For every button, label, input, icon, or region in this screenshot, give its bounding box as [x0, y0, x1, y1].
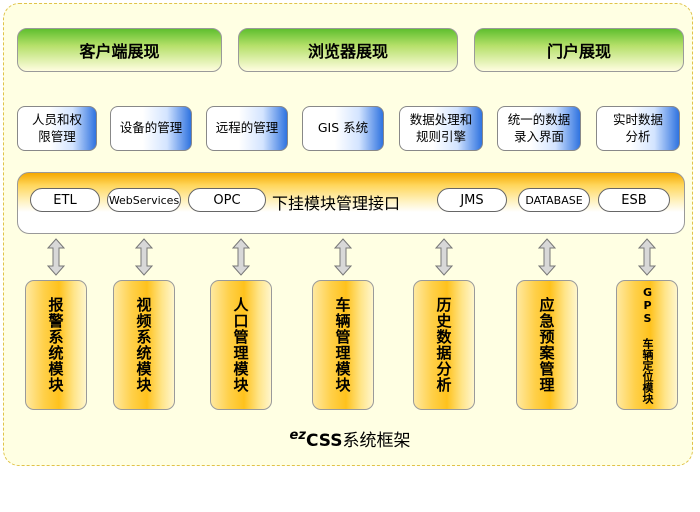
- double-arrow-icon: [537, 238, 557, 276]
- func-unified-data-entry: 统一的数据 录入界面: [497, 106, 581, 151]
- func-label: 统一的数据 录入界面: [507, 111, 571, 144]
- module-video-system: 视频系统模块: [113, 280, 175, 410]
- func-label: 设备的管理: [119, 120, 183, 136]
- portal-presentation-label: 门户展现: [546, 42, 611, 61]
- connector-label: DATABASE: [525, 193, 583, 207]
- connector-label: ESB: [621, 192, 647, 208]
- module-alarm-system: 报警系统模块: [25, 280, 87, 410]
- title-main: CSS: [305, 431, 343, 451]
- portal-presentation-box: 门户展现: [474, 28, 684, 72]
- module-gps-positioning: GPS 车辆定位模块: [616, 280, 678, 410]
- func-label: 人员和权 限管理: [31, 111, 82, 144]
- client-presentation-box: 客户端展现: [17, 28, 222, 72]
- module-emergency-plan: 应急预案管理: [516, 280, 578, 410]
- func-device-management: 设备的管理: [110, 106, 192, 151]
- double-arrow-icon: [333, 238, 353, 276]
- func-label: GIS 系统: [317, 120, 369, 136]
- module-label: 报警系统模块: [46, 297, 65, 393]
- client-presentation-label: 客户端展现: [79, 42, 160, 61]
- connector-label: OPC: [213, 192, 241, 208]
- double-arrow-icon: [134, 238, 154, 276]
- func-label: 数据处理和 规则引擎: [409, 111, 473, 144]
- module-label: GPS 车辆定位模块: [641, 286, 654, 404]
- connector-esb: ESB: [598, 188, 670, 212]
- double-arrow-icon: [434, 238, 454, 276]
- double-arrow-icon: [231, 238, 251, 276]
- module-population-management: 人口管理模块: [210, 280, 272, 410]
- module-label: 车辆管理模块: [333, 297, 352, 393]
- connector-webservices: WebServices: [107, 188, 181, 212]
- framework-title: ezCSS系统框架: [0, 426, 700, 451]
- connector-label: ETL: [53, 192, 77, 208]
- func-data-rule-engine: 数据处理和 规则引擎: [399, 106, 483, 151]
- module-vehicle-management: 车辆管理模块: [312, 280, 374, 410]
- connector-jms: JMS: [437, 188, 507, 212]
- double-arrow-icon: [46, 238, 66, 276]
- interface-label: 下挂模块管理接口: [272, 194, 401, 213]
- connector-label: JMS: [460, 192, 484, 208]
- connector-etl: ETL: [30, 188, 100, 212]
- title-suffix: 系统框架: [342, 431, 411, 451]
- connector-database: DATABASE: [518, 188, 590, 212]
- module-label: 视频系统模块: [134, 297, 153, 393]
- func-label: 远程的管理: [215, 120, 279, 136]
- func-personnel-permission: 人员和权 限管理: [17, 106, 97, 151]
- func-label: 实时数据 分析: [612, 111, 663, 144]
- double-arrow-icon: [637, 238, 657, 276]
- func-realtime-analysis: 实时数据 分析: [596, 106, 680, 151]
- connector-opc: OPC: [188, 188, 266, 212]
- module-label: 应急预案管理: [537, 297, 556, 393]
- func-remote-management: 远程的管理: [206, 106, 288, 151]
- module-history-analysis: 历史数据分析: [413, 280, 475, 410]
- connector-label: WebServices: [108, 193, 180, 207]
- title-prefix: ez: [289, 428, 306, 443]
- module-label: 历史数据分析: [434, 297, 453, 393]
- module-label: 人口管理模块: [231, 297, 250, 393]
- func-gis-system: GIS 系统: [302, 106, 384, 151]
- browser-presentation-box: 浏览器展现: [238, 28, 458, 72]
- browser-presentation-label: 浏览器展现: [307, 42, 388, 61]
